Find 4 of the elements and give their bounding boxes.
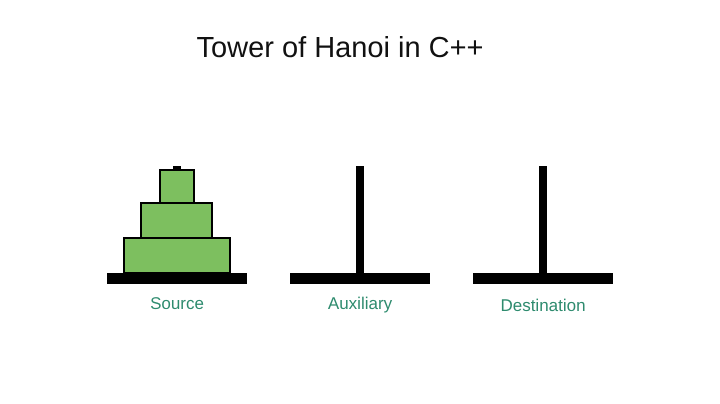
- peg-label: Auxiliary: [326, 294, 394, 314]
- peg-label: Destination: [499, 296, 587, 316]
- title: Tower of Hanoi in C++: [196, 32, 484, 65]
- peg-label: Source: [149, 294, 205, 314]
